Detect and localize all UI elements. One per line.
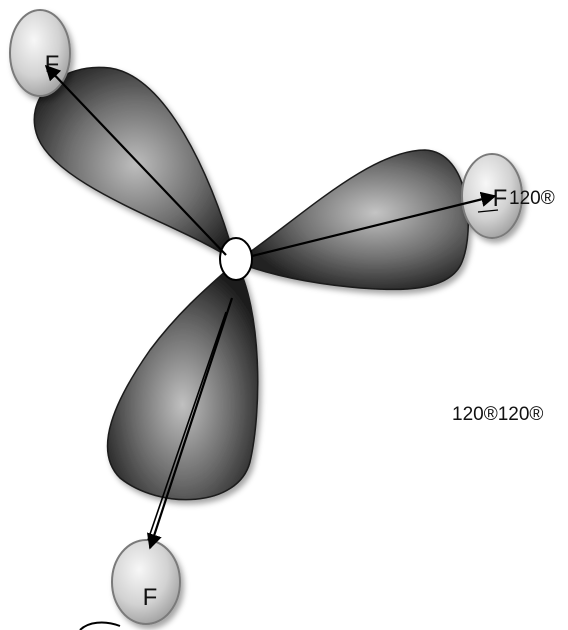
angle-label-right: 120® <box>509 188 555 209</box>
orbital-lobe-lower <box>106 260 259 501</box>
angle-label-middle: 120®120® <box>452 404 543 425</box>
partial-atom-outline <box>79 621 121 630</box>
atom-label-top-left: F <box>45 51 60 78</box>
tick-mark-right <box>477 209 499 213</box>
atom-label-right: F <box>493 185 508 212</box>
bond-arrow-right <box>251 191 497 258</box>
central-atom <box>219 237 253 281</box>
atom-label-bottom: F <box>143 584 158 611</box>
bond-arrow-bottom <box>147 297 234 550</box>
fluorine-atom-bottom: F <box>111 539 181 625</box>
bond-arrow-bottom-double <box>147 311 227 541</box>
orbital-lobe-right <box>234 149 469 291</box>
bond-arrow-top-left <box>44 64 227 256</box>
